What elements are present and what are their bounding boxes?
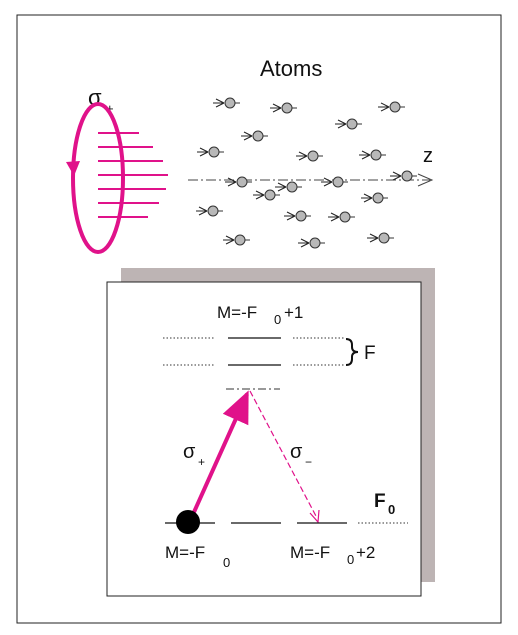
atom-body (370, 149, 382, 161)
atom-icon (321, 176, 348, 188)
rotation-arrowhead-icon (66, 161, 80, 176)
sigma-subscript: + (106, 101, 114, 116)
atom-body (372, 192, 384, 204)
atom-icon (253, 189, 280, 201)
atom-icon (275, 181, 302, 193)
atom-body (332, 176, 344, 188)
ground-left-label: M=-F 0 (165, 543, 230, 570)
atom-icon (359, 149, 386, 161)
atom-trail (361, 193, 373, 203)
atom-trail (253, 190, 265, 200)
atom-trail (284, 211, 296, 221)
atom-body (281, 102, 293, 114)
top-level-suffix: +1 (284, 303, 303, 322)
atom-icon (270, 102, 297, 114)
atom-trail (225, 177, 237, 187)
z-axis-label: z (423, 145, 433, 167)
atom-body (286, 181, 298, 193)
atom-body (346, 118, 358, 130)
atom-body (252, 130, 264, 142)
ground-manifold-letter: F (374, 491, 386, 512)
atom-trail (378, 102, 390, 112)
ground-manifold-label: F 0 (374, 491, 395, 517)
atom-trail (241, 131, 253, 141)
atom-body (309, 237, 321, 249)
atom-trail (270, 103, 282, 113)
atom-trail (275, 182, 287, 192)
atom-trail (223, 235, 235, 245)
atoms-title: Atoms (260, 56, 322, 81)
atom-body (295, 210, 307, 222)
atom-body (339, 211, 351, 223)
atom-icon (367, 232, 394, 244)
sigma-minus-symbol: σ (290, 441, 303, 463)
atom-icon (223, 234, 250, 246)
ground-right-label: M=-F 0 +2 (290, 543, 375, 567)
atom-body (401, 170, 413, 182)
atom-trail (328, 212, 340, 222)
sigma-plus-label: σ + (183, 441, 205, 469)
atom-icon (328, 211, 355, 223)
atom-cloud (196, 97, 417, 249)
atom-icon (298, 237, 325, 249)
atom-trail (321, 177, 333, 187)
polarization-ellipse (71, 102, 125, 254)
ground-right-text: M=-F (290, 543, 330, 562)
atom-body (378, 232, 390, 244)
sigma-minus-label: σ − (290, 441, 312, 469)
ground-right-subscript: 0 (347, 552, 354, 567)
ground-left-subscript: 0 (223, 555, 230, 570)
atom-icon (335, 118, 362, 130)
top-level-label: M=-F 0 +1 (217, 303, 303, 327)
sigma-minus-arrow (249, 390, 318, 519)
atom-icon (296, 150, 323, 162)
atom-body (234, 234, 246, 246)
atom-body (264, 189, 276, 201)
z-axis-arrowhead-icon (417, 173, 434, 187)
atom-icon (225, 176, 252, 188)
atom-trail (390, 171, 402, 181)
atom-body (207, 205, 219, 217)
wavefront-lines (98, 132, 168, 218)
atom-trail (335, 119, 347, 129)
atom-icon (361, 192, 388, 204)
ground-left-text: M=-F (165, 543, 205, 562)
atom-body (224, 97, 236, 109)
atom-trail (196, 206, 208, 216)
atom-trail (359, 150, 371, 160)
atom-trail (298, 238, 310, 248)
manifold-brace-icon (345, 338, 359, 366)
sigma-plus-symbol: σ (183, 441, 196, 463)
atom-icon (196, 205, 223, 217)
atom-trail (213, 98, 225, 108)
atom-population-dot (176, 510, 200, 534)
level-diagram-panel (106, 281, 422, 597)
atom-icon (378, 101, 405, 113)
atom-body (236, 176, 248, 188)
atom-icon (390, 170, 417, 182)
atom-icon (241, 130, 268, 142)
atom-icon (284, 210, 311, 222)
sigma-plus-subscript: + (198, 455, 205, 469)
atom-icon (213, 97, 240, 109)
top-level-text: M=-F (217, 303, 257, 322)
sigma-minus-arrowhead-icon (309, 509, 320, 524)
sigma-plus-arrow (188, 390, 249, 522)
ground-right-suffix: +2 (356, 543, 375, 562)
atom-icon (197, 146, 224, 158)
atom-body (389, 101, 401, 113)
sigma-minus-subscript: − (305, 455, 312, 469)
top-level-subscript: 0 (274, 312, 281, 327)
atom-body (307, 150, 319, 162)
excited-manifold-label: F (364, 343, 376, 364)
excited-levels (163, 337, 344, 390)
atom-trail (296, 151, 308, 161)
ground-manifold-subscript: 0 (388, 502, 395, 517)
polarization-ring (66, 102, 168, 254)
atom-body (208, 146, 220, 158)
atom-trail (197, 147, 209, 157)
atom-trail (367, 233, 379, 243)
